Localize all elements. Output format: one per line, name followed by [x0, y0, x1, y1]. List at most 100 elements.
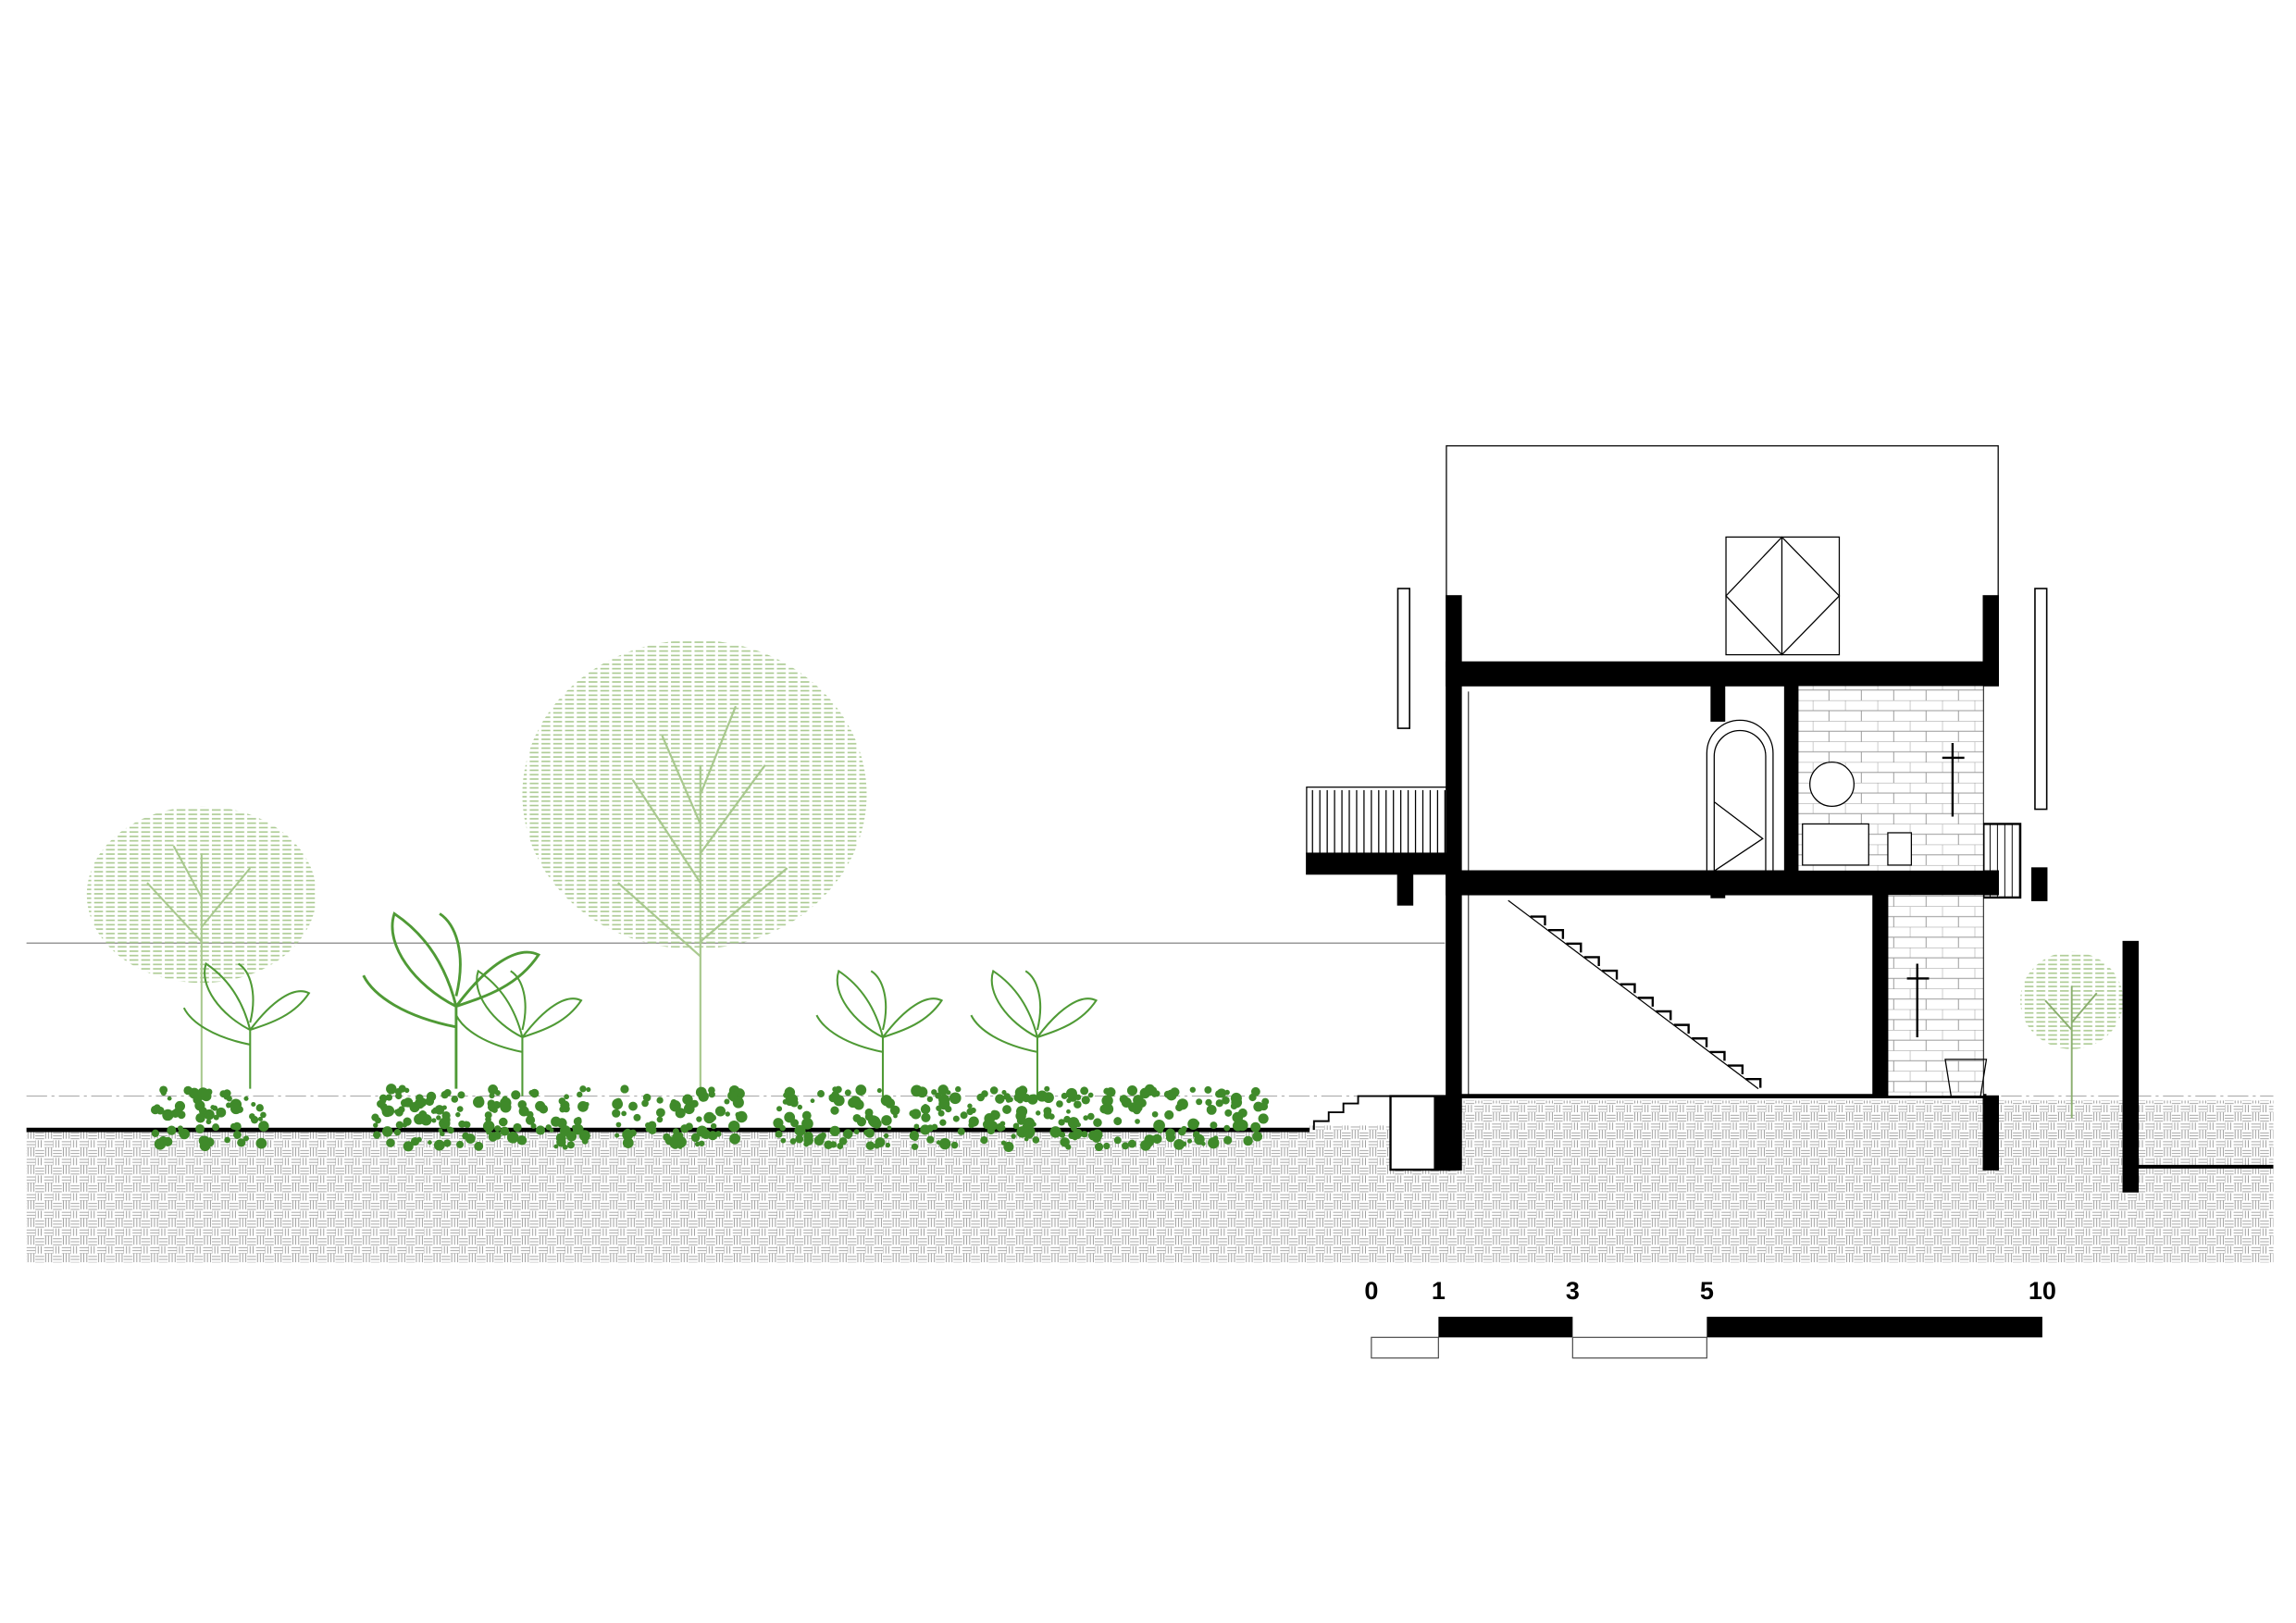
shrub-leaf [1012, 1122, 1020, 1130]
shrub-leaf [395, 1092, 403, 1100]
shrub-leaf [1113, 1136, 1122, 1145]
shrub-leaf [909, 1109, 916, 1117]
shrub-leaf [926, 1096, 934, 1103]
shrub-leaf [938, 1137, 951, 1150]
shrub-leaf [938, 1098, 950, 1110]
shrub-leaf [855, 1084, 867, 1096]
shrub-leaf [916, 1086, 928, 1098]
shrub-leaf [794, 1124, 806, 1136]
shrub-leaf [216, 1107, 227, 1118]
shrub-leaf [865, 1141, 875, 1150]
shrub-leaf [1224, 1109, 1233, 1117]
shrub-leaf [226, 1102, 232, 1109]
shrub-leaf [773, 1118, 784, 1129]
shrub-leaf [1049, 1113, 1055, 1121]
banana-plant [970, 969, 1098, 1096]
shrub-leaf [1206, 1104, 1217, 1115]
shrub-leaf [1003, 1141, 1014, 1153]
shrub-leaf [553, 1144, 559, 1149]
shrub-leaf [937, 1084, 949, 1096]
shrub-leaf [817, 1090, 825, 1098]
shrub-leaf [167, 1125, 177, 1135]
shrub-leaf [163, 1113, 170, 1121]
shrub-leaf [1103, 1142, 1111, 1150]
shrub-leaf [174, 1100, 186, 1111]
shrub-leaf [797, 1104, 803, 1110]
shrub-leaf [1011, 1134, 1016, 1139]
shrub-leaf [473, 1096, 485, 1109]
shrub-leaf [179, 1128, 190, 1140]
shrub-leaf [414, 1098, 426, 1109]
staircase [1508, 899, 1762, 1090]
shrub-leaf [1140, 1139, 1151, 1151]
shrub-leaf [984, 1113, 996, 1124]
shrub-leaf [402, 1122, 408, 1128]
shrub-leaf [243, 1096, 249, 1101]
shrub-leaf [1081, 1131, 1088, 1138]
shrub-leaf [1164, 1109, 1174, 1121]
shrub-leaf [441, 1115, 451, 1124]
shrub-leaf [1223, 1135, 1233, 1145]
shrub-leaf [680, 1124, 689, 1134]
tree-small-right [2020, 951, 2124, 1119]
shrub-leaf [1196, 1098, 1203, 1106]
shrub-leaf [1075, 1122, 1081, 1128]
shrub-leaf [801, 1117, 813, 1130]
shrub-leaf [393, 1109, 400, 1114]
bucket [1887, 832, 1913, 866]
shrub-leaf [874, 1142, 880, 1149]
shrub-leaf [160, 1089, 167, 1096]
shrub-leaf [981, 1090, 988, 1097]
shrub-leaf [565, 1131, 577, 1142]
shrub-leaf [433, 1139, 445, 1151]
banana-plant [815, 969, 944, 1096]
shrub-leaf [383, 1105, 389, 1111]
shrub-leaf [696, 1125, 708, 1137]
shrubs [150, 1084, 1270, 1153]
shrub-leaf [242, 1135, 250, 1142]
shrub-leaf [695, 1086, 707, 1098]
shrub-leaf [710, 1122, 717, 1130]
shrub-leaf [622, 1137, 634, 1149]
shrub-leaf [511, 1090, 521, 1100]
shrub-leaf [844, 1089, 851, 1096]
shrub-leaf [1126, 1084, 1138, 1096]
shrub-leaf [714, 1131, 722, 1137]
shrub-leaf [398, 1106, 405, 1113]
shrub-leaf [843, 1129, 853, 1139]
roof-window [1725, 536, 1841, 656]
shrub-leaf [1056, 1100, 1063, 1108]
shrub-leaf [1024, 1130, 1035, 1139]
shrub-leaf [528, 1090, 535, 1096]
shrub-leaf [1080, 1086, 1089, 1096]
banana-plant [454, 969, 583, 1096]
roof-parapet [1446, 445, 1999, 667]
shrub-leaf [425, 1096, 435, 1107]
shrub-leaf [1002, 1105, 1011, 1114]
shrub-leaf [428, 1140, 432, 1146]
shrub-leaf [545, 1124, 552, 1131]
shrub-leaf [881, 1115, 892, 1126]
shrub-leaf [656, 1116, 664, 1123]
shrub-leaf [517, 1100, 527, 1109]
shrub-leaf [893, 1113, 898, 1119]
arched-door [1706, 719, 1774, 872]
shrub-leaf [936, 1140, 941, 1146]
shrub-leaf [645, 1122, 652, 1129]
shrub-leaf [633, 1113, 641, 1121]
shrub-leaf [192, 1095, 203, 1105]
shrub-leaf [395, 1121, 403, 1129]
shrub-leaf [559, 1106, 566, 1113]
shrub-leaf [628, 1101, 638, 1111]
shrub-leaf [486, 1115, 491, 1121]
shrub-leaf [371, 1113, 379, 1121]
scale-bar-segment [1571, 1336, 1708, 1359]
shrub-leaf [1032, 1136, 1040, 1144]
shrub-leaf [1044, 1085, 1050, 1092]
shrub-leaf [584, 1101, 590, 1108]
shrub-leaf [952, 1115, 960, 1122]
shrub-leaf [1204, 1085, 1212, 1094]
scale-bar-label: 1 [1432, 1277, 1446, 1305]
shrub-leaf [500, 1126, 510, 1136]
shrub-leaf [1133, 1095, 1144, 1106]
